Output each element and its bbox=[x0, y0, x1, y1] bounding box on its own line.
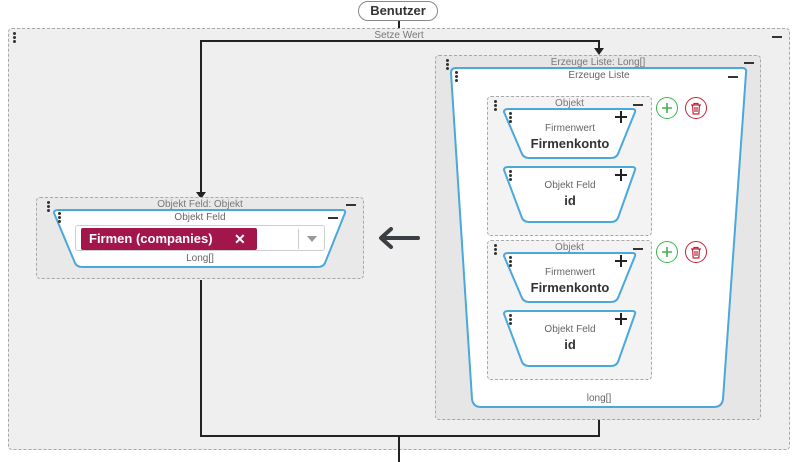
collapse-icon[interactable] bbox=[744, 62, 754, 64]
company-select[interactable]: Firmen (companies) ✕ bbox=[75, 225, 325, 251]
connector-line bbox=[598, 40, 600, 50]
connector-line bbox=[200, 40, 600, 42]
plus-icon bbox=[662, 247, 672, 257]
collapse-icon[interactable] bbox=[633, 104, 643, 106]
menu-icon[interactable] bbox=[494, 244, 498, 255]
menu-icon[interactable] bbox=[509, 112, 513, 123]
connector-line bbox=[200, 435, 600, 437]
connector-line bbox=[200, 40, 202, 198]
select-divider bbox=[298, 229, 299, 249]
object-title: Objekt bbox=[555, 98, 584, 109]
tag-label: Firmen (companies) bbox=[89, 231, 213, 246]
field-type: Objekt Feld bbox=[544, 180, 596, 191]
connector-line bbox=[598, 418, 600, 437]
value-block bbox=[502, 252, 637, 303]
collapse-icon[interactable] bbox=[728, 76, 738, 78]
add-button[interactable] bbox=[656, 97, 678, 119]
plus-icon bbox=[662, 103, 672, 113]
collapse-icon[interactable] bbox=[346, 204, 356, 206]
value-type: Firmenwert bbox=[544, 123, 595, 134]
menu-icon[interactable] bbox=[509, 170, 513, 181]
object-title: Objekt bbox=[555, 242, 584, 253]
block-footer: Long[] bbox=[186, 253, 214, 264]
value-type: Firmenwert bbox=[544, 267, 595, 278]
expand-icon[interactable] bbox=[615, 313, 627, 325]
connector-arrowhead bbox=[196, 192, 206, 199]
user-node[interactable]: Benutzer bbox=[358, 1, 438, 21]
expand-icon[interactable] bbox=[615, 169, 627, 181]
block-title: Erzeuge Liste bbox=[568, 70, 630, 81]
delete-button[interactable] bbox=[685, 97, 707, 119]
connector-line bbox=[398, 435, 400, 462]
caret-down-icon[interactable] bbox=[307, 236, 317, 242]
field-type: Objekt Feld bbox=[544, 324, 596, 335]
field-block bbox=[502, 166, 637, 223]
trash-icon bbox=[691, 102, 701, 115]
panel-title: Erzeuge Liste: Long[] bbox=[550, 57, 646, 68]
value-label: Firmenkonto bbox=[530, 136, 610, 151]
value-label: Firmenkonto bbox=[530, 280, 610, 295]
add-button[interactable] bbox=[656, 241, 678, 263]
arrow-left-icon bbox=[379, 227, 420, 249]
block-title: Objekt Feld bbox=[174, 212, 226, 223]
expand-icon[interactable] bbox=[615, 255, 627, 267]
value-block bbox=[502, 108, 637, 159]
selected-tag: Firmen (companies) bbox=[81, 228, 257, 250]
collapse-icon[interactable] bbox=[328, 217, 338, 219]
connector-line bbox=[200, 280, 202, 437]
menu-icon[interactable] bbox=[58, 212, 62, 223]
menu-icon[interactable] bbox=[446, 59, 450, 70]
menu-icon[interactable] bbox=[494, 100, 498, 111]
menu-icon[interactable] bbox=[455, 71, 459, 82]
expand-icon[interactable] bbox=[615, 111, 627, 123]
collapse-icon[interactable] bbox=[633, 248, 643, 250]
panel-title: Objekt Feld: Objekt bbox=[157, 199, 243, 210]
tag-remove-icon[interactable]: ✕ bbox=[234, 231, 246, 247]
field-block bbox=[502, 310, 637, 367]
trash-icon bbox=[691, 246, 701, 259]
menu-icon[interactable] bbox=[509, 314, 513, 325]
block-footer: long[] bbox=[586, 393, 612, 404]
connector-arrowhead bbox=[594, 48, 604, 55]
field-label: id bbox=[564, 193, 576, 208]
field-label: id bbox=[564, 337, 576, 352]
collapse-icon[interactable] bbox=[772, 36, 782, 38]
delete-button[interactable] bbox=[685, 241, 707, 263]
panel-title: Setze Wert bbox=[374, 30, 424, 41]
menu-icon[interactable] bbox=[509, 256, 513, 267]
menu-icon[interactable] bbox=[47, 201, 51, 212]
menu-icon[interactable] bbox=[13, 32, 17, 43]
